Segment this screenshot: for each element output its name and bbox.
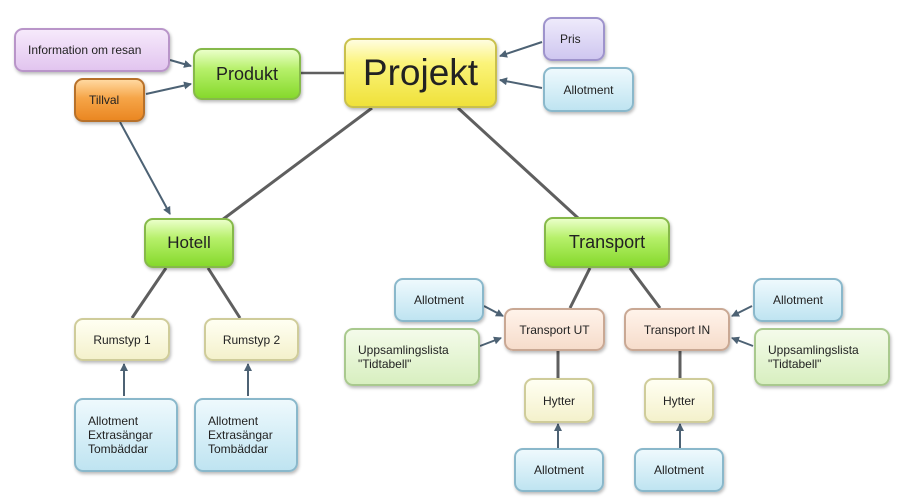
node-transport[interactable]: Transport bbox=[544, 217, 670, 268]
arrow-information-produkt bbox=[169, 59, 192, 68]
arrow-pris-projekt bbox=[499, 41, 543, 58]
node-rumstyp-1[interactable]: Rumstyp 1 bbox=[74, 318, 170, 361]
node-information-om-resan[interactable]: Information om resan bbox=[14, 28, 170, 72]
node-hotell[interactable]: Hotell bbox=[144, 218, 234, 268]
node-allotment-hytter-ut[interactable]: Allotment bbox=[514, 448, 604, 492]
arrow-allotment-projekt bbox=[499, 77, 543, 89]
node-pris[interactable]: Pris bbox=[543, 17, 605, 61]
arrow-uppsamling-ut bbox=[479, 336, 502, 347]
line-hotell-rumstyp1 bbox=[130, 267, 168, 319]
arrow-tillval-hotell bbox=[119, 121, 171, 215]
line-hotell-rumstyp2 bbox=[206, 267, 242, 319]
line-transport-in bbox=[628, 267, 662, 309]
line-transport-ut bbox=[568, 267, 592, 309]
node-allotment-in[interactable]: Allotment bbox=[753, 278, 843, 322]
node-rumstyp-2-details[interactable]: Allotment Extrasängar Tombäddar bbox=[194, 398, 298, 472]
node-hytter-in[interactable]: Hytter bbox=[644, 378, 714, 423]
node-transport-in[interactable]: Transport IN bbox=[624, 308, 730, 351]
node-projekt[interactable]: Projekt bbox=[344, 38, 497, 108]
line-projekt-hotell bbox=[221, 106, 373, 222]
node-allotment-projekt[interactable]: Allotment bbox=[543, 67, 634, 112]
node-rumstyp-1-details[interactable]: Allotment Extrasängar Tombäddar bbox=[74, 398, 178, 472]
node-allotment-hytter-in[interactable]: Allotment bbox=[634, 448, 724, 492]
arrow-allotment-ut bbox=[483, 305, 504, 317]
node-transport-ut[interactable]: Transport UT bbox=[504, 308, 605, 351]
arrow-uppsamling-in bbox=[731, 336, 754, 347]
arrow-tillval-produkt bbox=[145, 81, 192, 95]
arrow-allotment-in bbox=[731, 305, 753, 317]
node-hytter-ut[interactable]: Hytter bbox=[524, 378, 594, 423]
node-rumstyp-2[interactable]: Rumstyp 2 bbox=[204, 318, 299, 361]
node-uppsamlingslista-in[interactable]: Uppsamlingslista "Tidtabell" bbox=[754, 328, 890, 386]
node-tillval[interactable]: Tillval bbox=[74, 78, 145, 122]
node-produkt[interactable]: Produkt bbox=[193, 48, 301, 100]
line-projekt-transport bbox=[456, 106, 580, 220]
node-uppsamlingslista-ut[interactable]: Uppsamlingslista "Tidtabell" bbox=[344, 328, 480, 386]
node-allotment-ut[interactable]: Allotment bbox=[394, 278, 484, 322]
